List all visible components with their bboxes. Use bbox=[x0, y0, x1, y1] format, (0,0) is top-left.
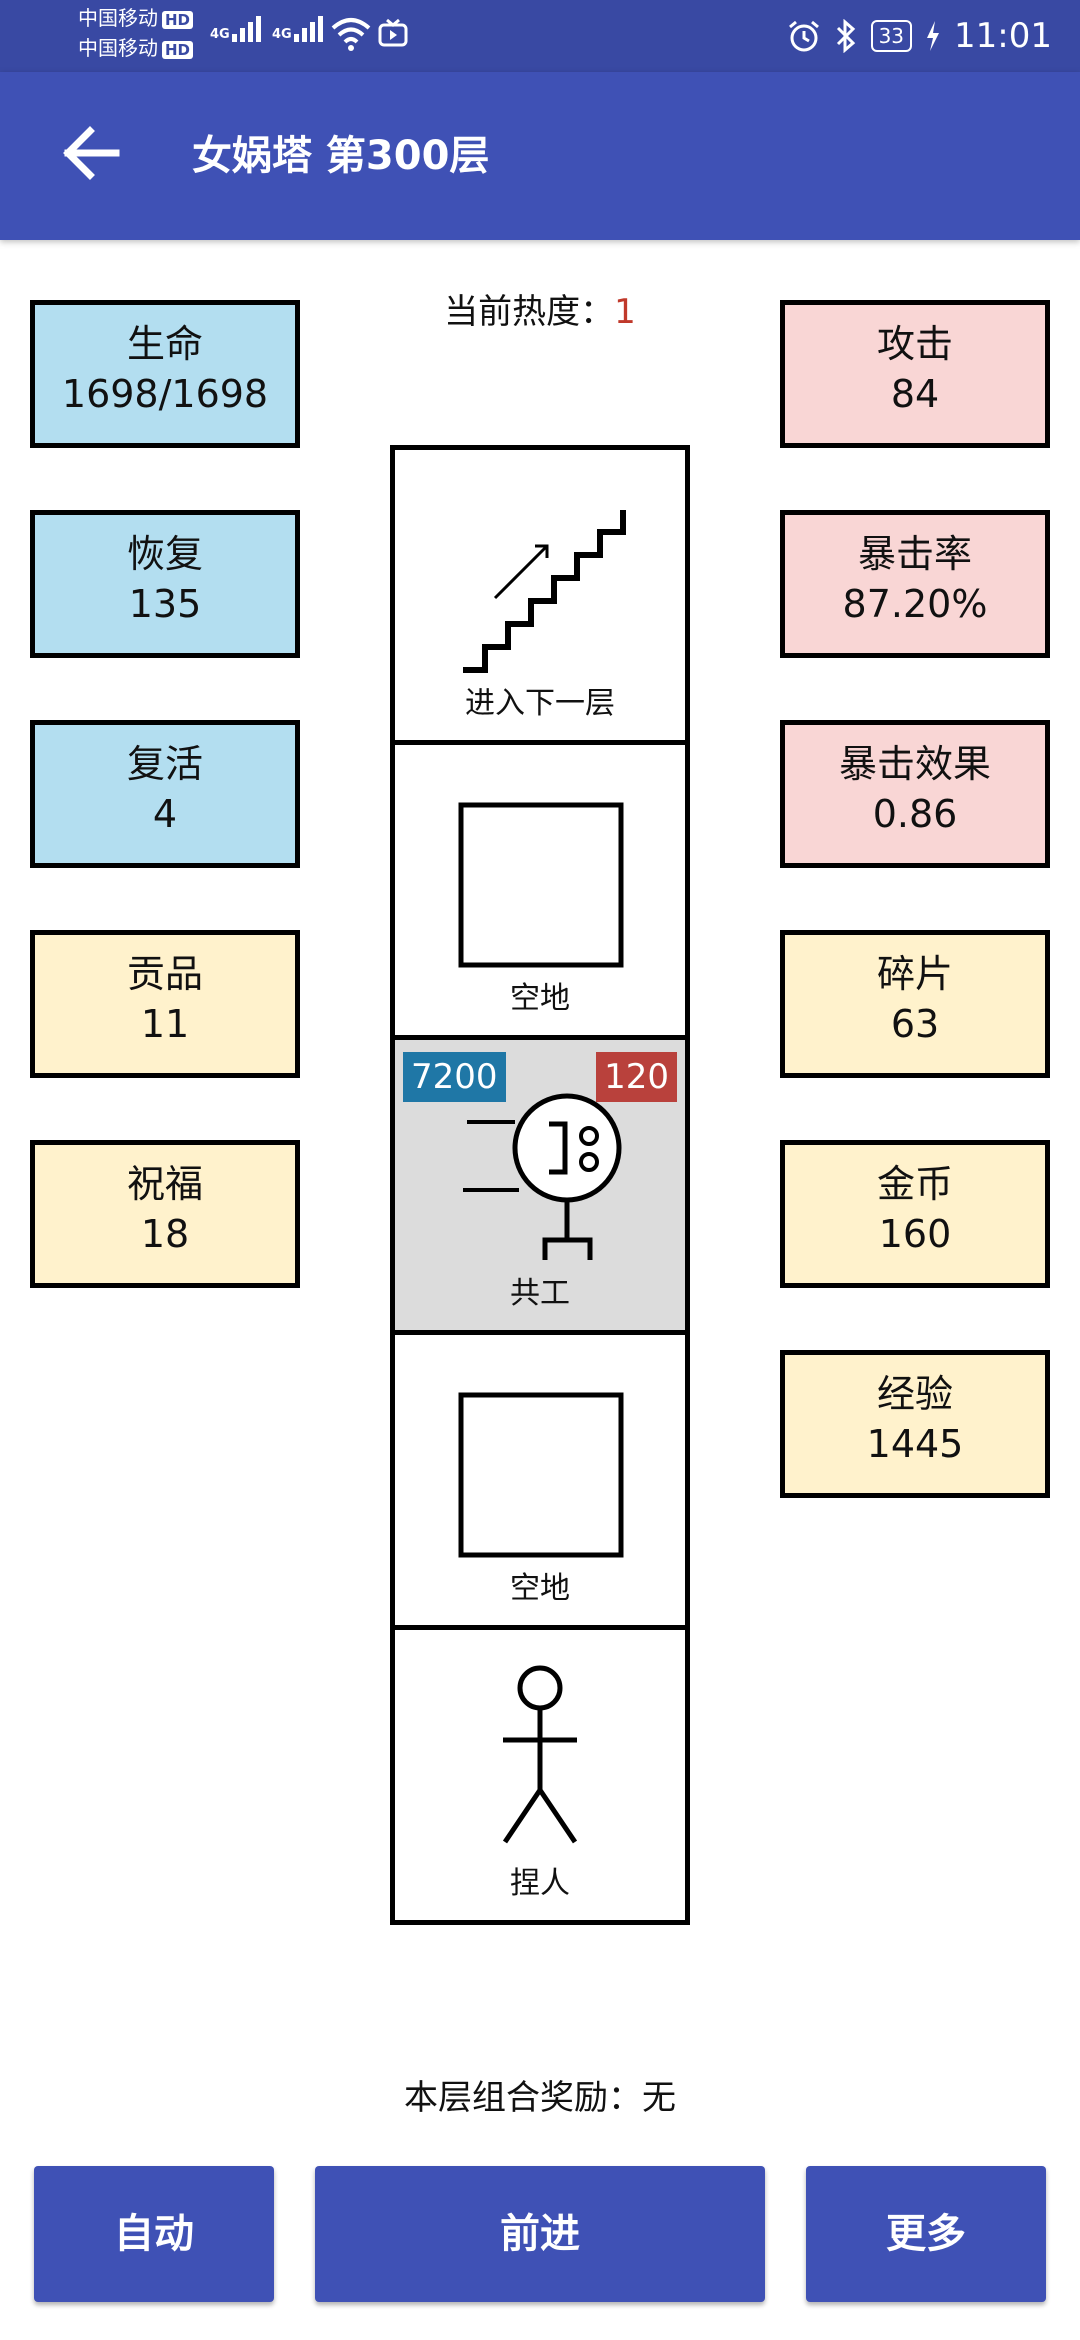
cell-create-character[interactable]: 捏人 bbox=[390, 1630, 690, 1925]
wifi-icon bbox=[331, 18, 371, 51]
cell-empty-1[interactable]: 空地 bbox=[390, 745, 690, 1040]
back-arrow-icon[interactable] bbox=[56, 118, 126, 188]
stat-gold: 金币 160 bbox=[780, 1140, 1050, 1288]
stat-regen: 恢复 135 bbox=[30, 510, 300, 658]
signal-1-icon: 4G bbox=[210, 12, 261, 42]
battery-icon: 33 bbox=[870, 20, 913, 52]
forward-button[interactable]: 前进 bbox=[315, 2166, 765, 2302]
tv-icon bbox=[378, 18, 408, 47]
stat-blessing: 祝福 18 bbox=[30, 1140, 300, 1288]
stat-hp: 生命 1698/1698 bbox=[30, 300, 300, 448]
page-title: 女娲塔 第300层 bbox=[192, 133, 490, 179]
empty-square-icon bbox=[458, 802, 624, 968]
tower-cells: 进入下一层 空地 7200 120 共工 空地 捏人 bbox=[390, 445, 690, 1925]
floor-combo-reward: 本层组合奖励：无 bbox=[404, 2078, 676, 2118]
stat-revive: 复活 4 bbox=[30, 720, 300, 868]
stat-fragments: 碎片 63 bbox=[780, 930, 1050, 1078]
charging-icon bbox=[927, 21, 940, 51]
cell-monster[interactable]: 7200 120 共工 bbox=[390, 1040, 690, 1335]
heat-label: 当前热度： bbox=[444, 292, 615, 332]
heat-indicator: 当前热度：1 bbox=[0, 284, 1080, 333]
auto-button[interactable]: 自动 bbox=[34, 2166, 274, 2302]
stat-attack: 攻击 84 bbox=[780, 300, 1050, 448]
heat-value: 1 bbox=[614, 292, 636, 332]
cell-next-floor[interactable]: 进入下一层 bbox=[390, 445, 690, 745]
monster-icon bbox=[463, 1093, 622, 1260]
cell-empty-2[interactable]: 空地 bbox=[390, 1335, 690, 1630]
monster-hp-badge: 7200 bbox=[403, 1052, 506, 1102]
monster-attack-badge: 120 bbox=[596, 1052, 677, 1102]
bluetooth-icon bbox=[836, 19, 855, 53]
stat-tribute: 贡品 11 bbox=[30, 930, 300, 1078]
clock: 11:01 bbox=[954, 16, 1052, 56]
stat-crit-effect: 暴击效果 0.86 bbox=[780, 720, 1050, 868]
alarm-icon bbox=[788, 20, 819, 52]
stairs-up-icon bbox=[463, 510, 626, 673]
stick-figure-icon bbox=[502, 1665, 578, 1844]
more-button[interactable]: 更多 bbox=[806, 2166, 1046, 2302]
stat-experience: 经验 1445 bbox=[780, 1350, 1050, 1498]
signal-2-icon: 4G bbox=[272, 12, 323, 42]
empty-square-icon bbox=[458, 1392, 624, 1558]
stat-crit-rate: 暴击率 87.20% bbox=[780, 510, 1050, 658]
app-bar: 女娲塔 第300层 bbox=[0, 72, 1080, 240]
